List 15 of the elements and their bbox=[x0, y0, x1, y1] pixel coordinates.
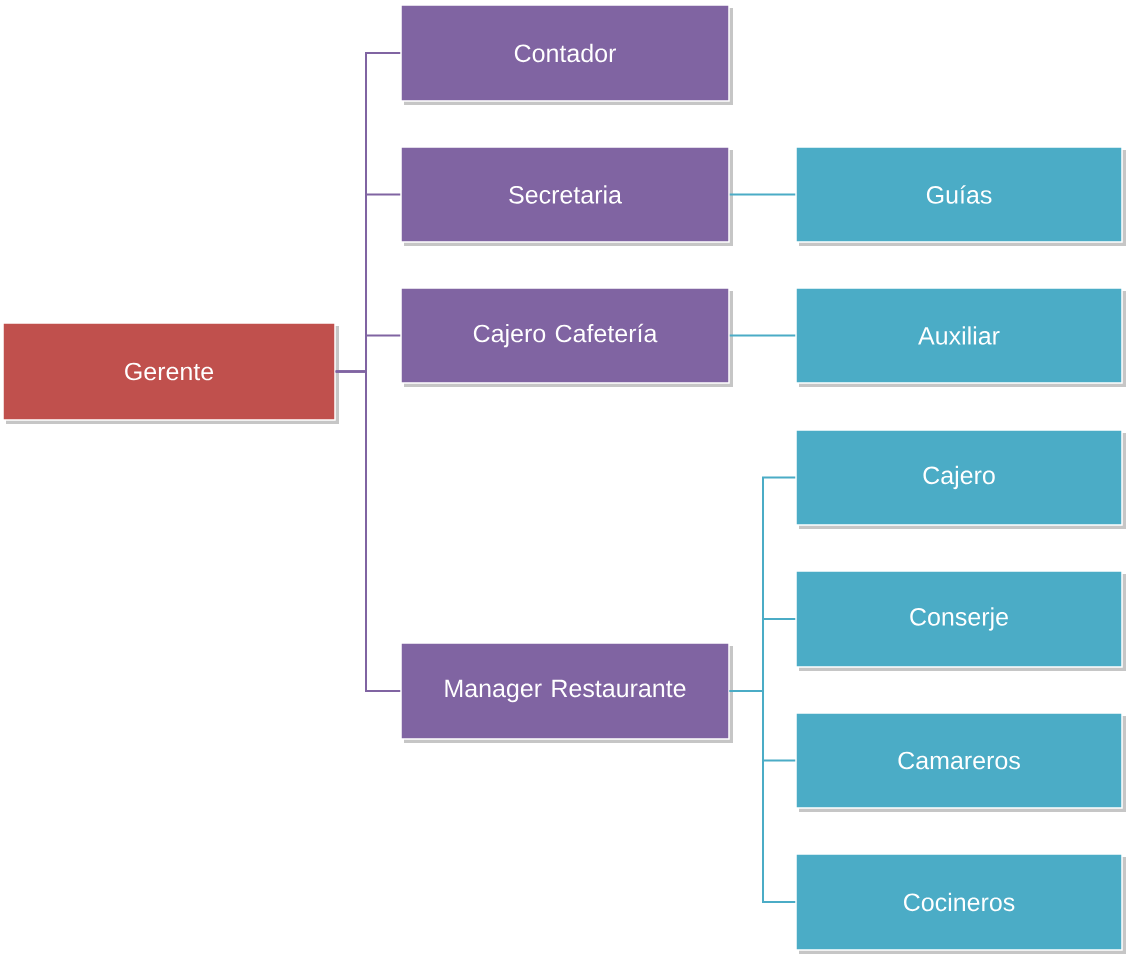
org-box: Cajero bbox=[795, 429, 1126, 529]
org-box: Manager Restaurante bbox=[400, 642, 733, 743]
org-box: Contador bbox=[400, 4, 733, 105]
connector-line bbox=[334, 370, 402, 692]
connector-line bbox=[728, 193, 797, 196]
org-box: Guías bbox=[795, 146, 1126, 246]
org-box: Secretaria bbox=[400, 146, 733, 246]
org-box: Camareros bbox=[795, 712, 1126, 812]
org-box: Auxiliar bbox=[795, 287, 1126, 387]
connector-line bbox=[728, 690, 797, 903]
connector-line bbox=[728, 334, 797, 337]
org-box: Gerente bbox=[2, 322, 339, 424]
org-box: Cocineros bbox=[795, 853, 1126, 954]
org-box: Conserje bbox=[795, 570, 1126, 671]
org-box: Cajero Cafetería bbox=[400, 287, 733, 387]
